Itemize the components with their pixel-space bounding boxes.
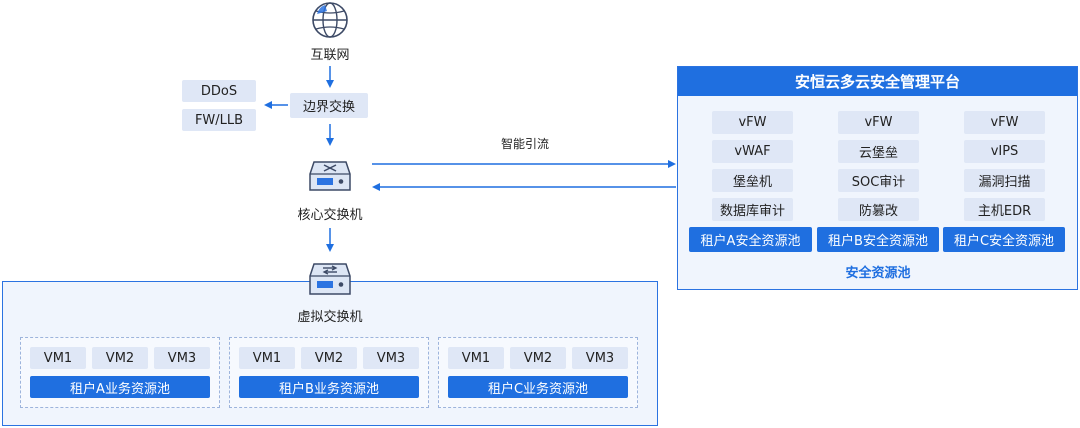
security-platform-title: 安恒云多云安全管理平台 — [678, 67, 1077, 96]
tenant-c-business-pool: 租户C业务资源池 — [448, 376, 628, 398]
vm-node: VM1 — [30, 347, 86, 369]
edge-switch-node: 边界交换 — [290, 93, 368, 118]
vm-node: VM3 — [154, 347, 210, 369]
ddos-node: DDoS — [182, 80, 256, 102]
globe-icon — [309, 1, 351, 39]
tenant-b-security-pool: 租户B安全资源池 — [817, 227, 939, 252]
security-item: 云堡垒 — [838, 140, 919, 163]
tenant-a-security-pool: 租户A安全资源池 — [689, 227, 812, 252]
security-item: vFW — [712, 111, 793, 134]
core-switch-icon — [308, 156, 352, 194]
security-item: vWAF — [712, 140, 793, 163]
traffic-label: 智能引流 — [500, 137, 549, 151]
security-item: 堡垒机 — [712, 169, 793, 192]
core-switch-label: 核心交换机 — [297, 208, 363, 223]
security-item: 防篡改 — [838, 198, 919, 221]
security-item: 数据库审计 — [712, 198, 793, 221]
tenant-c-security-pool: 租户C安全资源池 — [943, 227, 1065, 252]
security-item: vFW — [838, 111, 919, 134]
security-item: 主机EDR — [964, 198, 1045, 221]
vm-node: VM1 — [239, 347, 295, 369]
vm-node: VM1 — [448, 347, 504, 369]
vm-node: VM2 — [92, 347, 148, 369]
tenant-a-business-pool: 租户A业务资源池 — [30, 376, 210, 398]
virtual-switch-icon — [308, 260, 352, 298]
vm-node: VM3 — [572, 347, 628, 369]
vm-node: VM2 — [510, 347, 566, 369]
tenant-b-business-pool: 租户B业务资源池 — [239, 376, 419, 398]
vm-node: VM3 — [363, 347, 419, 369]
security-item: 漏洞扫描 — [964, 169, 1045, 192]
internet-label: 互联网 — [310, 48, 350, 63]
security-pool-footer: 安全资源池 — [845, 266, 911, 281]
security-item: vFW — [964, 111, 1045, 134]
security-item: vIPS — [964, 140, 1045, 163]
fw-llb-node: FW/LLB — [182, 109, 256, 131]
virtual-switch-label: 虚拟交换机 — [297, 310, 363, 325]
vm-node: VM2 — [301, 347, 357, 369]
security-item: SOC审计 — [838, 169, 919, 192]
